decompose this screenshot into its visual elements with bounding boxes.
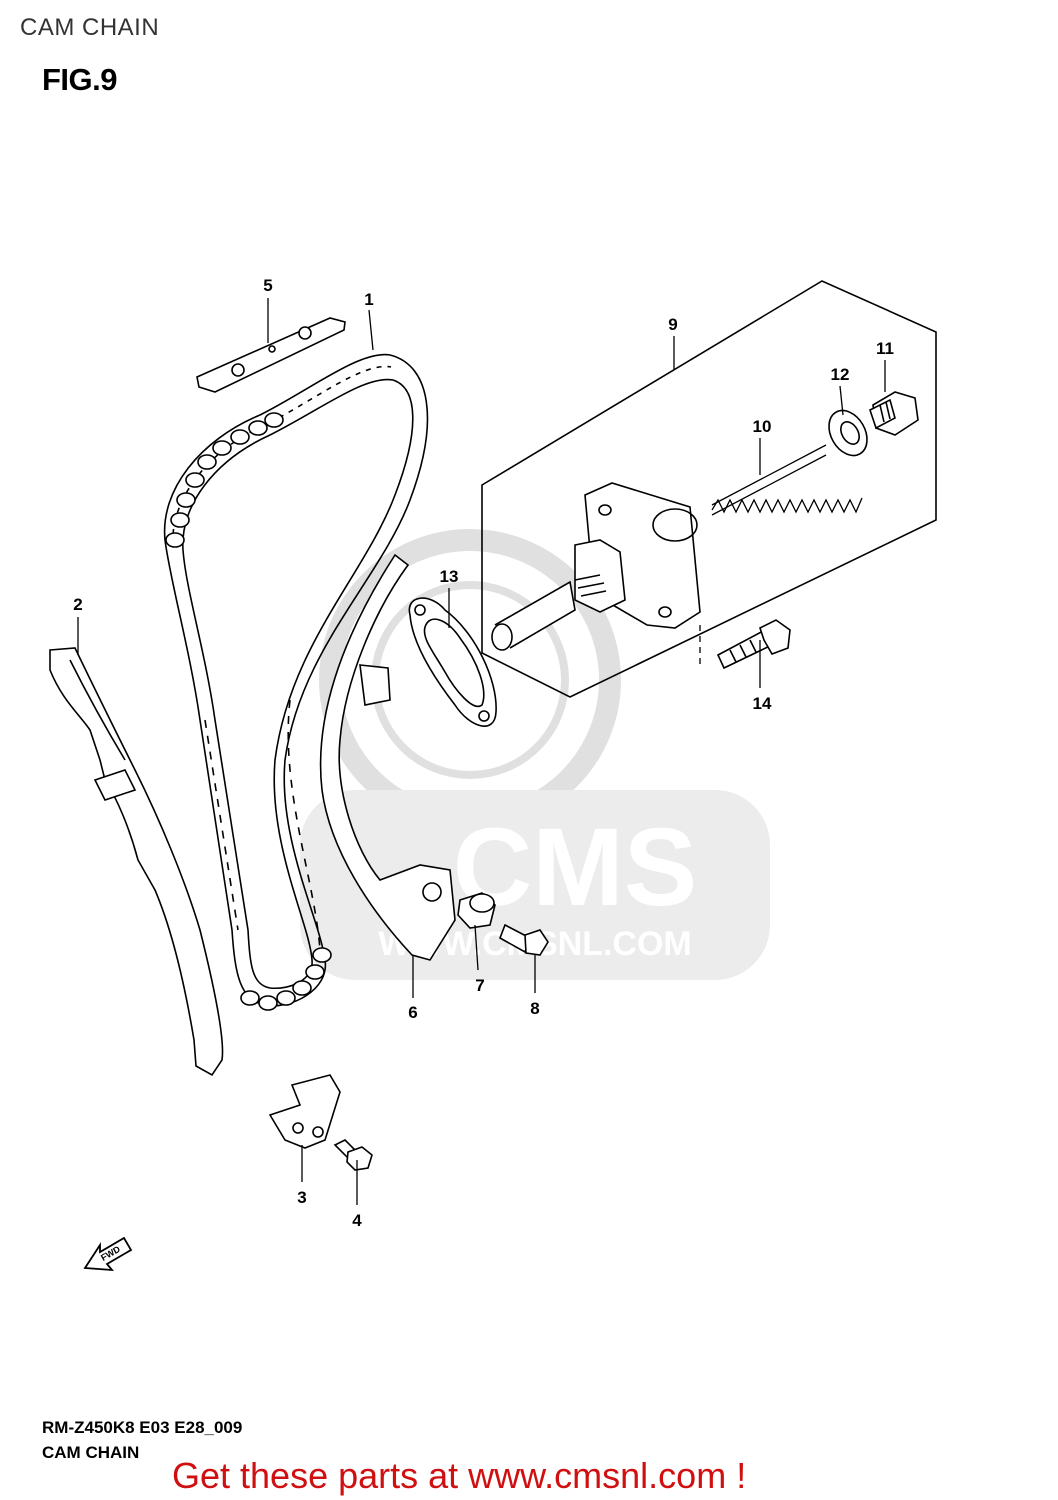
bracket xyxy=(268,1074,341,1149)
chain-guide-plate xyxy=(196,317,346,393)
callout-4: 4 xyxy=(352,1211,362,1230)
mount-bolt xyxy=(716,619,791,670)
callout-14: 14 xyxy=(753,694,772,713)
gasket xyxy=(408,597,497,727)
callout-2: 2 xyxy=(73,595,82,614)
callout-13: 13 xyxy=(440,567,459,586)
leader-lines xyxy=(77,298,886,1205)
forward-direction-arrow-icon: FWD xyxy=(83,1236,133,1272)
callout-12: 12 xyxy=(831,365,850,384)
cta-link[interactable]: Get these parts at www.cmsnl.com ! xyxy=(172,1455,747,1496)
cap-bolt xyxy=(869,391,919,436)
callout-3: 3 xyxy=(297,1188,306,1207)
chain-guide xyxy=(49,647,224,1077)
cam-chain xyxy=(163,353,429,1011)
pivot-bolt xyxy=(499,923,549,956)
tensioner-assembly-box xyxy=(481,280,937,698)
callout-6: 6 xyxy=(408,1003,417,1022)
diagram-code: RM-Z450K8 E03 E28_009 xyxy=(42,1418,243,1437)
figure-label: FIG.9 xyxy=(42,62,118,97)
callout-5: 5 xyxy=(263,276,272,295)
callout-10: 10 xyxy=(753,417,772,436)
bracket-bolt xyxy=(333,1139,373,1171)
page-title: CAM CHAIN xyxy=(20,14,160,41)
spring xyxy=(711,444,863,516)
tensioner-arm xyxy=(319,553,456,961)
washer xyxy=(828,409,868,457)
callout-1: 1 xyxy=(364,290,373,309)
callouts: 1 2 3 4 5 6 7 8 9 10 11 12 13 14 xyxy=(73,276,894,1230)
callout-8: 8 xyxy=(530,999,539,1018)
callout-7: 7 xyxy=(475,976,484,995)
callout-11: 11 xyxy=(876,339,894,358)
callout-9: 9 xyxy=(668,315,677,334)
diagram-name: CAM CHAIN xyxy=(42,1443,140,1462)
collar xyxy=(457,892,496,929)
